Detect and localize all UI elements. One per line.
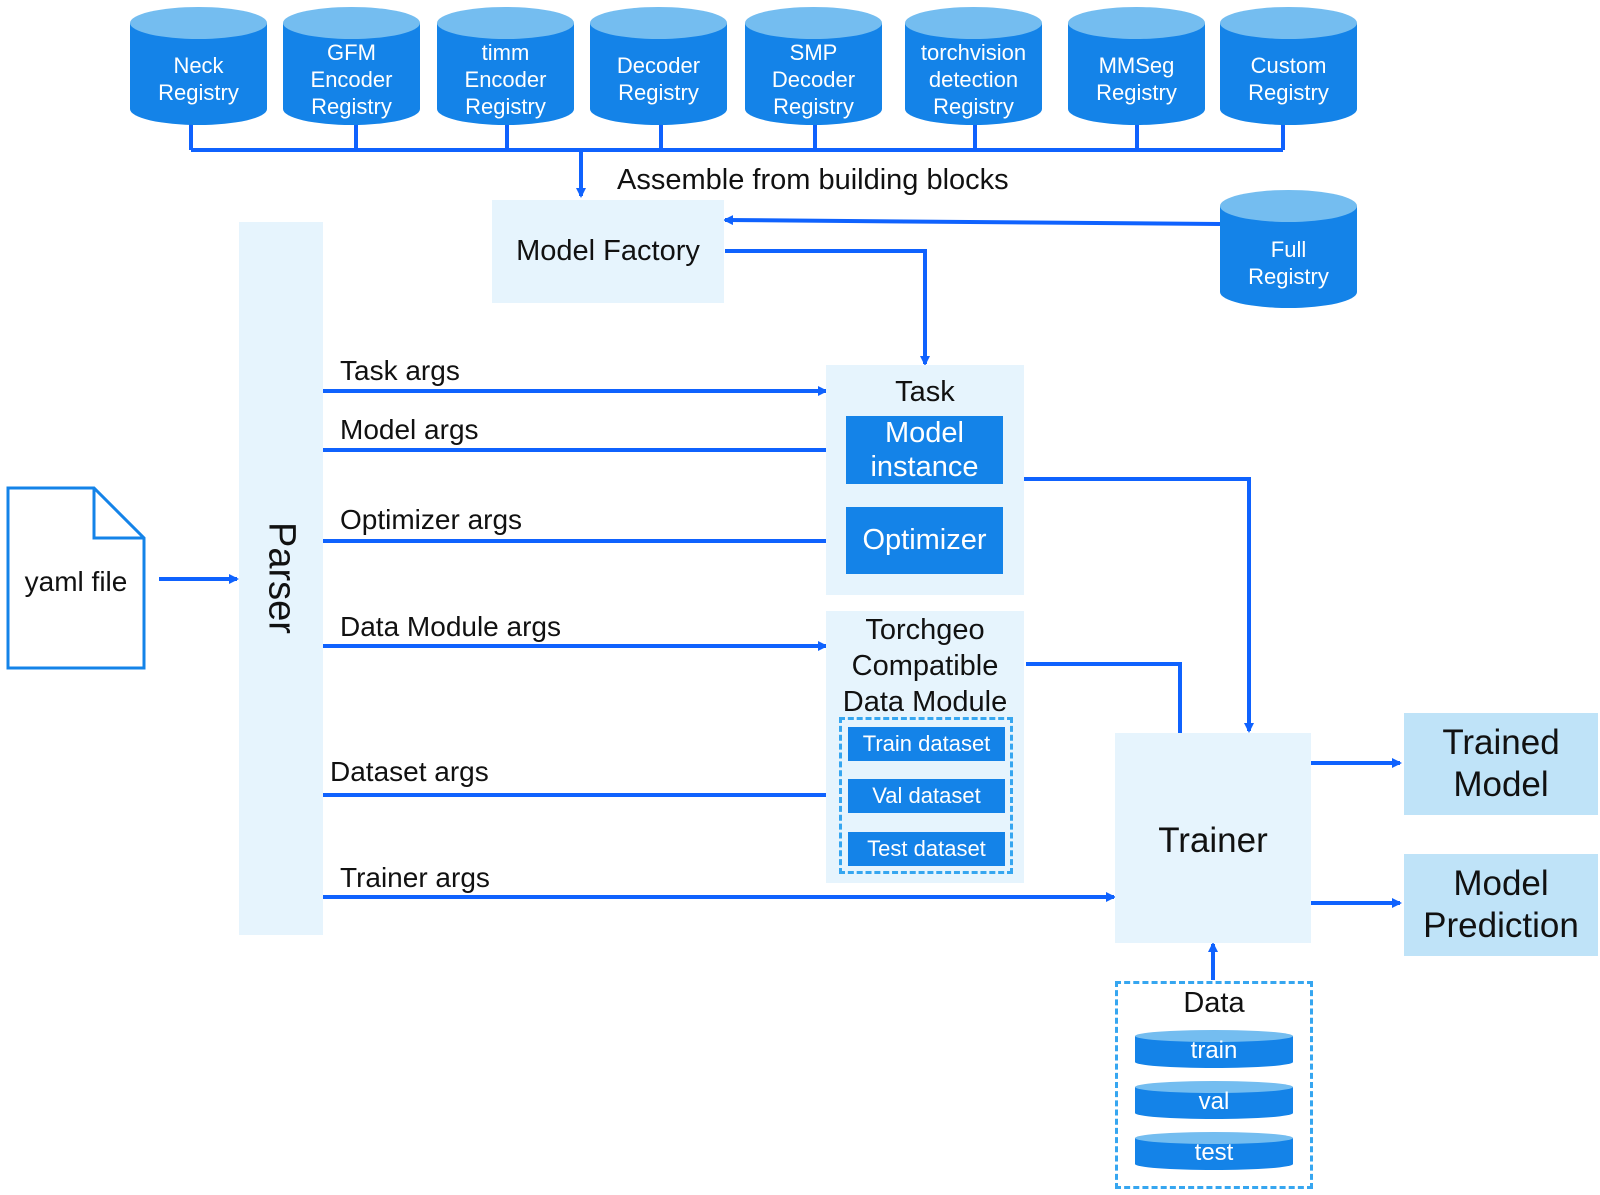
data-split-label: test [1194, 1139, 1234, 1166]
optimizer-box: Optimizer [846, 507, 1003, 574]
trainer-args-label: Trainer args [340, 862, 490, 893]
database-icon [1220, 7, 1357, 125]
model-instance-box: Model instance [846, 416, 1003, 484]
full-registry-label: Full Registry [1248, 237, 1329, 289]
registry-label-torchvision: torchvision detection Registry [920, 40, 1027, 119]
registry-cylinder-decoder: Decoder Registry [590, 7, 727, 125]
data-module-args-label: Data Module args [340, 611, 562, 642]
datasets-group [839, 717, 1013, 874]
task-title: Task [895, 376, 955, 408]
data-title: Data [1183, 987, 1245, 1019]
database-icon [437, 7, 574, 125]
database-icon [1068, 7, 1205, 125]
registry-cylinder-custom: Custom Registry [1220, 7, 1357, 125]
full-registry-cylinder: Full Registry [1220, 190, 1357, 308]
registry-cylinder-mmseg: MMSeg Registry [1068, 7, 1205, 125]
database-icon [745, 7, 882, 125]
data-split-label: train [1190, 1037, 1238, 1064]
registry-label-custom: Custom Registry [1248, 53, 1329, 105]
data-module-title: Torchgeo Compatible Data Module [842, 614, 1008, 718]
disk-icon [1135, 1030, 1293, 1068]
data-split-train: train [1135, 1030, 1293, 1068]
task-args-label: Task args [340, 355, 460, 386]
trainer-label: Trainer [1158, 821, 1268, 860]
datamodule-to-trainer-arrow [1026, 662, 1185, 751]
database-icon [905, 7, 1042, 125]
registry-label-timm: timm Encoder Registry [464, 40, 547, 119]
task-to-trainer-arrow [1024, 477, 1254, 733]
registry-cylinder-smp: SMP Decoder Registry [745, 7, 882, 125]
model-factory-box [492, 200, 724, 303]
val-dataset-box: Val dataset [848, 779, 1005, 813]
data-split-test: test [1135, 1132, 1293, 1170]
registry-label-decoder: Decoder Registry [616, 53, 701, 105]
model-prediction-box: Model Prediction [1404, 854, 1598, 956]
registry-cylinder-neck: Neck Registry [130, 7, 267, 125]
registry-cylinder-torchvision: torchvision detection Registry [905, 7, 1042, 125]
database-icon [130, 7, 267, 125]
registry-cylinder-gfm: GFM Encoder Registry [283, 7, 420, 125]
data-split-label: val [1198, 1088, 1230, 1115]
database-icon [283, 7, 420, 125]
registry-label-neck: Neck Registry [158, 53, 239, 105]
registry-label-gfm: GFM Encoder Registry [310, 40, 393, 119]
registry-label-smp: SMP Decoder Registry [771, 40, 856, 119]
disk-icon [1135, 1081, 1293, 1119]
optimizer-args-label: Optimizer args [340, 504, 523, 535]
parser-label: Parser [260, 522, 303, 634]
trained-model-box: Trained Model [1404, 713, 1598, 815]
registry-cylinder-timm: timm Encoder Registry [437, 7, 574, 125]
full-registry-to-factory-arrow [723, 215, 1221, 226]
parser-box [239, 222, 323, 935]
trainer-box [1115, 733, 1311, 943]
model-args-label: Model args [340, 414, 479, 445]
registry-label-mmseg: MMSeg Registry [1096, 53, 1177, 105]
data-group [1115, 981, 1313, 1189]
test-dataset-box: Test dataset [848, 832, 1005, 866]
yaml-file-label: yaml file [24, 566, 128, 597]
disk-icon [1135, 1132, 1293, 1170]
factory-to-task-arrow [725, 249, 930, 366]
assemble-label: Assemble from building blocks [617, 164, 1009, 196]
document-icon [6, 486, 146, 670]
model-factory-label: Model Factory [516, 235, 700, 267]
data-split-val: val [1135, 1081, 1293, 1119]
database-icon [1220, 190, 1357, 308]
database-icon [590, 7, 727, 125]
dataset-args-label: Dataset args [330, 756, 489, 787]
train-dataset-box: Train dataset [848, 727, 1005, 761]
